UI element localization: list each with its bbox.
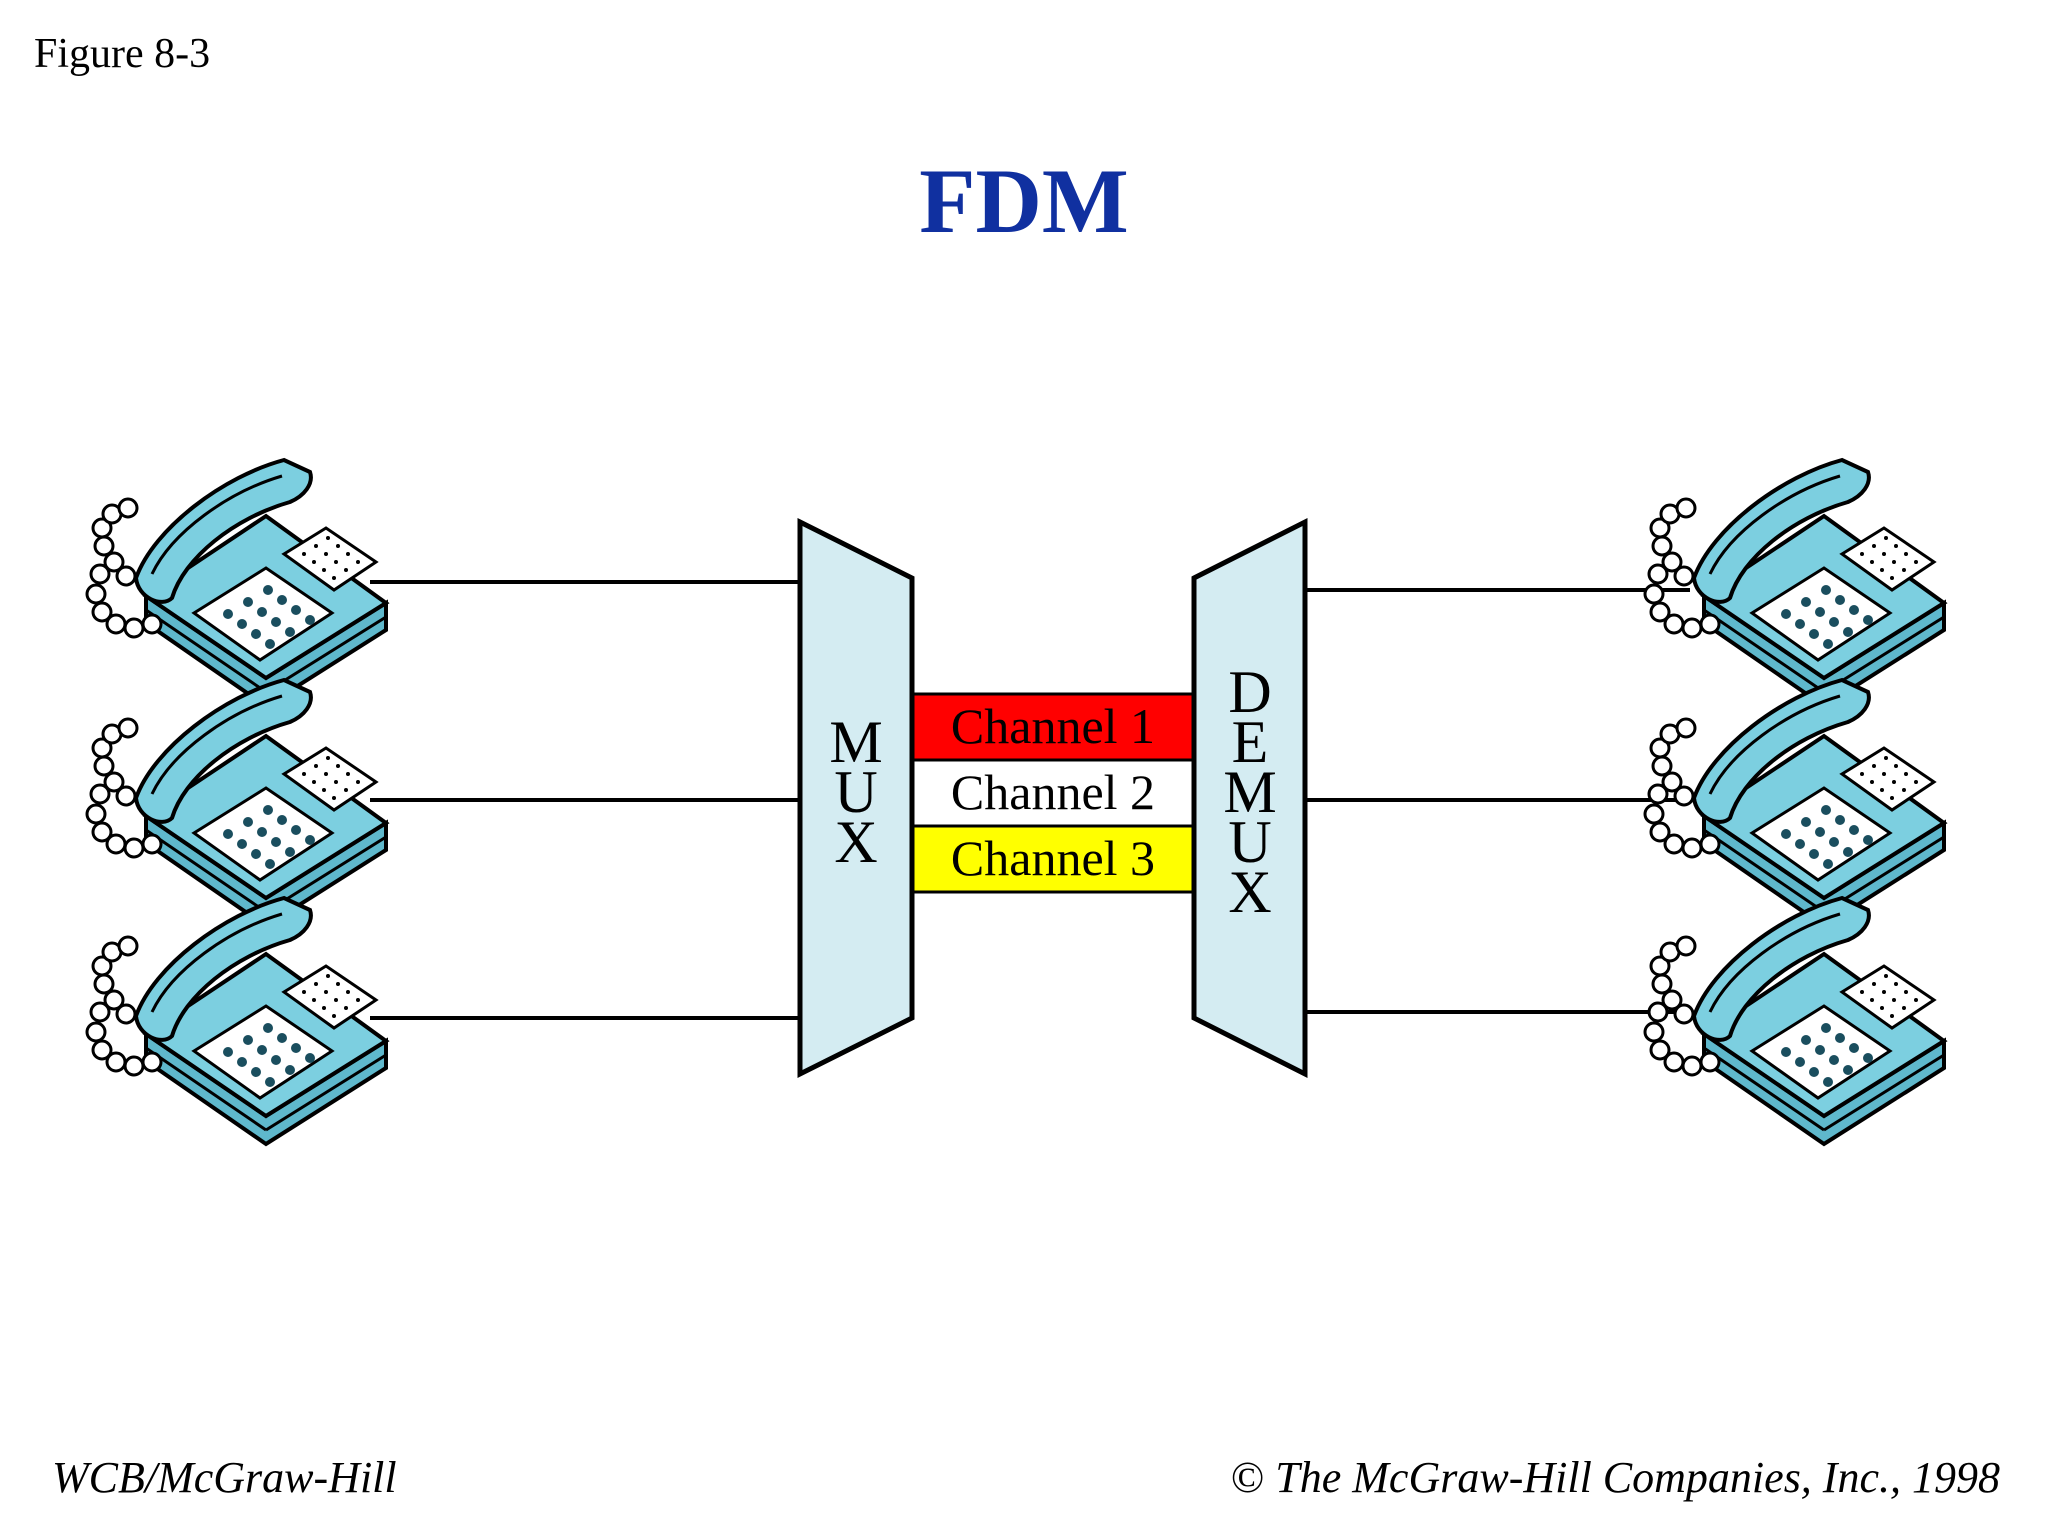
demux-letter-4: U: [1228, 809, 1271, 875]
copyright-symbol: ©: [1230, 1453, 1265, 1502]
demux-letter-2: E: [1232, 709, 1269, 775]
copyright-text: The McGraw-Hill Companies, Inc., 1998: [1275, 1453, 2000, 1502]
demux-letter-1: D: [1228, 659, 1271, 725]
channel-band-3: [910, 824, 1196, 894]
mux-device: M U X: [797, 517, 915, 1079]
demux-letter-3: M: [1223, 759, 1276, 825]
channel-band-2: [910, 758, 1196, 828]
channel-label-1: Channel 1: [951, 698, 1155, 754]
telephone-icon: [85, 678, 388, 928]
telephone-icon: [1643, 678, 1946, 928]
demux-letter-5: X: [1228, 859, 1271, 925]
demux-device: D E M U X: [1191, 517, 1308, 1079]
figure-label: Figure 8-3: [34, 31, 211, 77]
telephone-icon: [1643, 896, 1946, 1146]
mux-letter-2: U: [834, 759, 877, 825]
page-title: FDM: [919, 150, 1129, 252]
telephone-icon: [85, 458, 388, 708]
telephone-icon: [85, 896, 388, 1146]
channel-band-1: [910, 692, 1196, 762]
telephone-icon: [1643, 458, 1946, 708]
copyright-notice: © The McGraw-Hill Companies, Inc., 1998: [1231, 1452, 2000, 1503]
mux-letter-3: X: [834, 809, 877, 875]
channel-label-3: Channel 3: [951, 830, 1155, 886]
channel-label-2: Channel 2: [951, 764, 1155, 820]
publisher-credit: WCB/McGraw-Hill: [52, 1453, 397, 1502]
mux-letter-1: M: [829, 709, 882, 775]
